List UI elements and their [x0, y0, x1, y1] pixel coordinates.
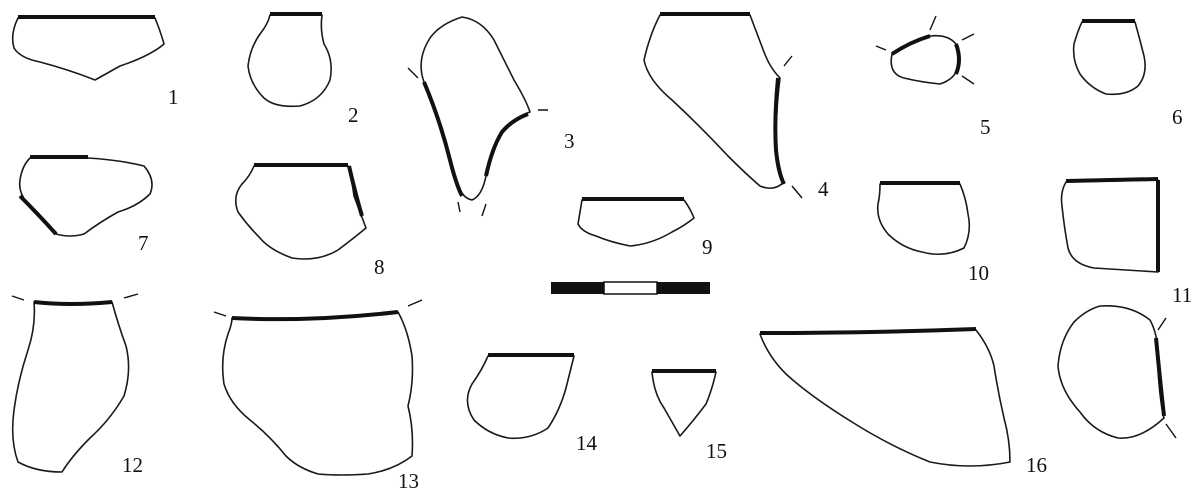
label-1: 1 [168, 85, 179, 109]
sherd-4 [643, 12, 803, 199]
sherd-11 [1060, 177, 1160, 273]
sherd-10 [876, 181, 971, 256]
sherd-3 [407, 16, 548, 217]
label-5: 5 [980, 115, 991, 139]
label-15: 15 [706, 439, 727, 463]
sherd-7 [18, 155, 153, 237]
sherd-16 [759, 327, 1011, 467]
label-11: 11 [1172, 283, 1192, 307]
sherd-2 [247, 12, 332, 108]
label-13: 13 [398, 469, 419, 492]
label-14: 14 [576, 431, 598, 455]
label-9: 9 [702, 235, 713, 259]
sherd-9 [577, 197, 695, 247]
label-10: 10 [968, 261, 989, 285]
label-7: 7 [138, 231, 149, 255]
label-4: 4 [818, 177, 829, 201]
label-12: 12 [122, 453, 143, 477]
label-2: 2 [348, 103, 359, 127]
sherd-14 [466, 353, 575, 440]
scale-bar [551, 281, 710, 295]
label-8: 8 [374, 255, 385, 279]
sherd-6 [1072, 19, 1146, 96]
label-6: 6 [1172, 105, 1183, 129]
sherd-15 [651, 369, 717, 437]
sherd-5 [875, 15, 975, 85]
sherd-12 [11, 293, 139, 473]
sherd-17 [1057, 304, 1177, 439]
sherd-8 [234, 163, 367, 260]
sherd-1 [11, 15, 165, 81]
label-16: 16 [1026, 453, 1047, 477]
sherd-13 [213, 299, 423, 476]
label-3: 3 [564, 129, 575, 153]
